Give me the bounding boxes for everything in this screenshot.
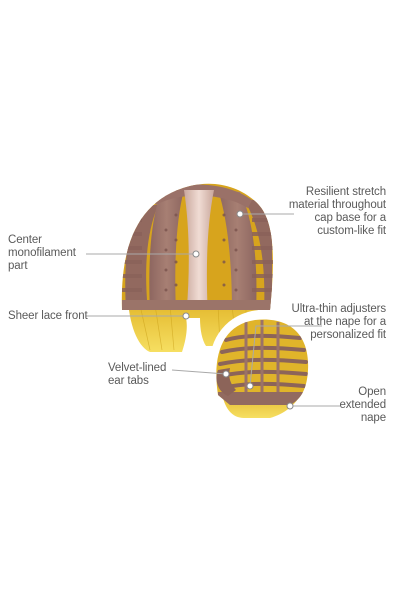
- callout-text: personalized fit: [310, 329, 386, 341]
- callout-text: monofilament: [8, 247, 76, 259]
- callout-text: Sheer lace front: [8, 310, 88, 322]
- callout-adjusters: Ultra-thin adjusters at the nape for a p…: [291, 303, 386, 342]
- callout-velvet-tabs: Velvet-lined ear tabs: [108, 362, 166, 388]
- callout-stretch-material: Resilient stretch material throughout ca…: [289, 186, 386, 238]
- callout-sheer-lace: Sheer lace front: [8, 310, 88, 323]
- callout-nape: Open extended nape: [339, 386, 386, 425]
- callout-text: at the nape for a: [303, 316, 386, 328]
- callout-text: cap base for a: [314, 212, 387, 224]
- callout-text: material throughout: [288, 199, 386, 211]
- callout-text: Center: [8, 234, 42, 246]
- callout-text: Ultra-thin adjusters: [291, 303, 386, 315]
- callout-text: nape: [360, 412, 386, 424]
- callout-text: Resilient stretch: [305, 186, 386, 198]
- leader-lines: [86, 213, 340, 407]
- callout-text: custom-like fit: [317, 225, 386, 237]
- callout-text: Open: [358, 386, 386, 398]
- callout-text: part: [8, 260, 28, 272]
- back-wig-illustration: [210, 310, 314, 418]
- callout-center-part: Center monofilament part: [8, 234, 76, 273]
- callout-text: extended: [339, 399, 386, 411]
- callout-text: Velvet-lined: [108, 362, 167, 374]
- callout-text: ear tabs: [108, 375, 149, 387]
- leader-dots: [182, 210, 294, 410]
